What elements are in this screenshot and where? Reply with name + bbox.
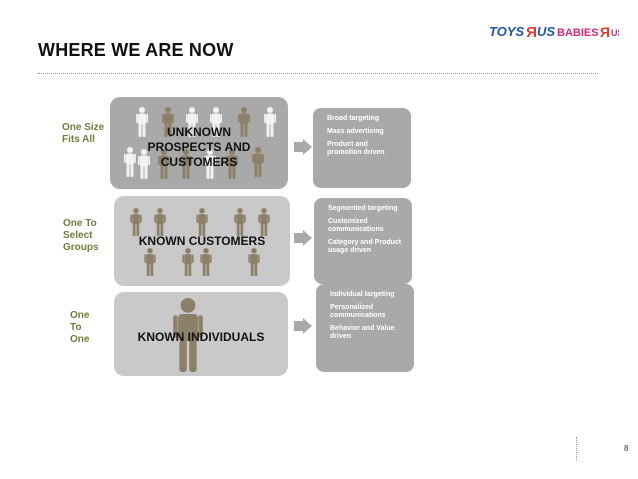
bullet-item: Category and Product usage driven [328,239,402,254]
row-label-line: Groups [63,242,99,253]
svg-text:TOYS: TOYS [489,24,524,39]
toysrus-babiesrus-logo: TOYS R US BABIES R US [489,20,624,42]
person-figure-group [173,298,203,372]
panel-known-individuals: KNOWN INDIVIDUALS [114,292,288,376]
row-label-line: Select [63,230,93,241]
person-icon [234,208,246,236]
row-label-one-to-one: One To One [70,310,89,346]
row-label-select-groups: One To Select Groups [63,218,99,254]
arrow-right-icon [294,139,312,155]
person-icon [124,147,136,177]
bullet-item: Broad targeting [327,115,380,122]
panel-heading: KNOWN INDIVIDUALS [114,330,288,345]
person-icon [186,107,198,137]
targeting-box-mass: Broad targeting Mass advertising Product… [313,108,411,188]
person-icon [196,208,208,236]
svg-text:R: R [526,24,537,41]
row-label-one-size: One Size Fits All [62,122,104,146]
panel-known-customers: KNOWN CUSTOMERS [114,196,290,286]
bullet-item: Customized communications [328,218,384,233]
bullet-item: Mass advertising [327,128,384,135]
row-label-line: One [70,334,90,345]
person-icon [200,248,212,276]
person-icon [258,208,270,236]
bullet-item: Personalized communications [330,304,386,319]
person-icon [238,107,250,137]
person-icon [173,298,203,372]
arrow-right-icon [294,230,312,246]
bullet-item: Product and promotion driven [327,141,385,156]
person-icon [264,107,276,137]
panel-heading-line: CUSTOMERS [160,155,238,169]
panel-heading-line: KNOWN CUSTOMERS [138,234,266,248]
bullet-item: Behavior and Value driven [330,325,395,340]
person-icon [210,107,222,137]
bullet-item: Segmented targeting [328,205,398,212]
row-label-line: One Size [62,122,105,133]
row-label-line: One [70,310,90,321]
person-icon [136,107,148,137]
person-icon [204,149,216,179]
page-number: 8 [624,444,629,453]
svg-text:R: R [600,24,610,40]
title-divider [38,73,598,74]
panel-heading: UNKNOWN PROSPECTS AND CUSTOMERS [110,125,288,170]
row-label-line: Fits All [62,134,95,145]
person-icon [138,149,150,179]
row-label-line: One To [63,218,97,229]
targeting-box-individual: Individual targeting Personalized commun… [316,284,414,372]
person-icon [162,107,174,137]
person-icon [182,248,194,276]
footer-divider [576,437,577,461]
person-icon [180,149,192,179]
person-icon [226,149,238,179]
person-icon [154,208,166,236]
person-icon [130,208,142,236]
person-icon [144,248,156,276]
person-icon [252,147,264,177]
svg-text:US: US [537,24,555,39]
svg-text:US: US [611,28,619,38]
targeting-box-segmented: Segmented targeting Customized communica… [314,198,412,284]
person-icon [248,248,260,276]
row-label-line: To [70,322,82,333]
panel-unknown-prospects: UNKNOWN PROSPECTS AND CUSTOMERS [110,97,288,189]
panel-heading: KNOWN CUSTOMERS [114,234,290,249]
bullet-item: Individual targeting [330,291,395,298]
svg-text:BABIES: BABIES [557,27,599,39]
panel-heading-line: KNOWN INDIVIDUALS [137,330,265,344]
people-figures-group [130,208,270,276]
people-figures-group [124,107,276,179]
page-title: WHERE WE ARE NOW [38,40,234,60]
arrow-right-icon [294,318,312,334]
person-icon [158,149,170,179]
panel-heading-line: PROSPECTS AND [147,140,251,154]
panel-heading-line: UNKNOWN [167,125,231,139]
